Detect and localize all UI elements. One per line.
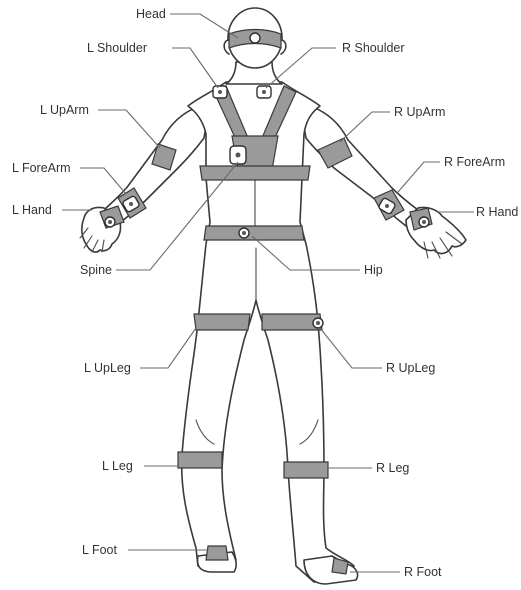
right-ear (281, 40, 286, 54)
l-hand-sensor (105, 217, 115, 227)
label-l-foot: L Foot (82, 543, 118, 557)
label-r-forearm: R ForeArm (444, 155, 505, 169)
r-shoulder-sensor (257, 86, 271, 98)
label-r-foot: R Foot (404, 565, 442, 579)
left-foot-strap (206, 546, 228, 560)
label-spine: Spine (80, 263, 112, 277)
left-leg-band (178, 452, 222, 468)
r-hand-sensor (419, 217, 429, 227)
l-upleg-leader (140, 328, 196, 368)
label-head: Head (136, 7, 166, 21)
human-figure-back-view (80, 8, 466, 584)
chest-belt (200, 166, 310, 180)
label-l-leg: L Leg (102, 459, 133, 473)
label-l-shoulder: L Shoulder (87, 41, 147, 55)
r-forearm-leader (398, 162, 440, 192)
label-r-hand: R Hand (476, 205, 518, 219)
r-upleg-sensor (313, 318, 323, 328)
label-l-uparm: L UpArm (40, 103, 89, 117)
hip-sensor (239, 228, 249, 238)
l-shoulder-leader (172, 48, 218, 88)
right-foot (304, 556, 358, 584)
label-r-leg: R Leg (376, 461, 409, 475)
r-upleg-leader (320, 328, 382, 368)
label-l-upleg: L UpLeg (84, 361, 131, 375)
label-r-uparm: R UpArm (394, 105, 445, 119)
head-sensor (250, 33, 260, 43)
l-uparm-leader (98, 110, 160, 148)
label-hip: Hip (364, 263, 383, 277)
l-shoulder-sensor (213, 86, 227, 98)
left-upleg-band (194, 314, 250, 330)
label-r-shoulder: R Shoulder (342, 41, 405, 55)
l-forearm-leader (80, 168, 126, 194)
label-r-upleg: R UpLeg (386, 361, 435, 375)
left-ear (224, 40, 229, 54)
label-l-forearm: L ForeArm (12, 161, 71, 175)
label-l-hand: L Hand (12, 203, 52, 217)
spine-sensor (230, 146, 246, 164)
right-leg-band (284, 462, 328, 478)
